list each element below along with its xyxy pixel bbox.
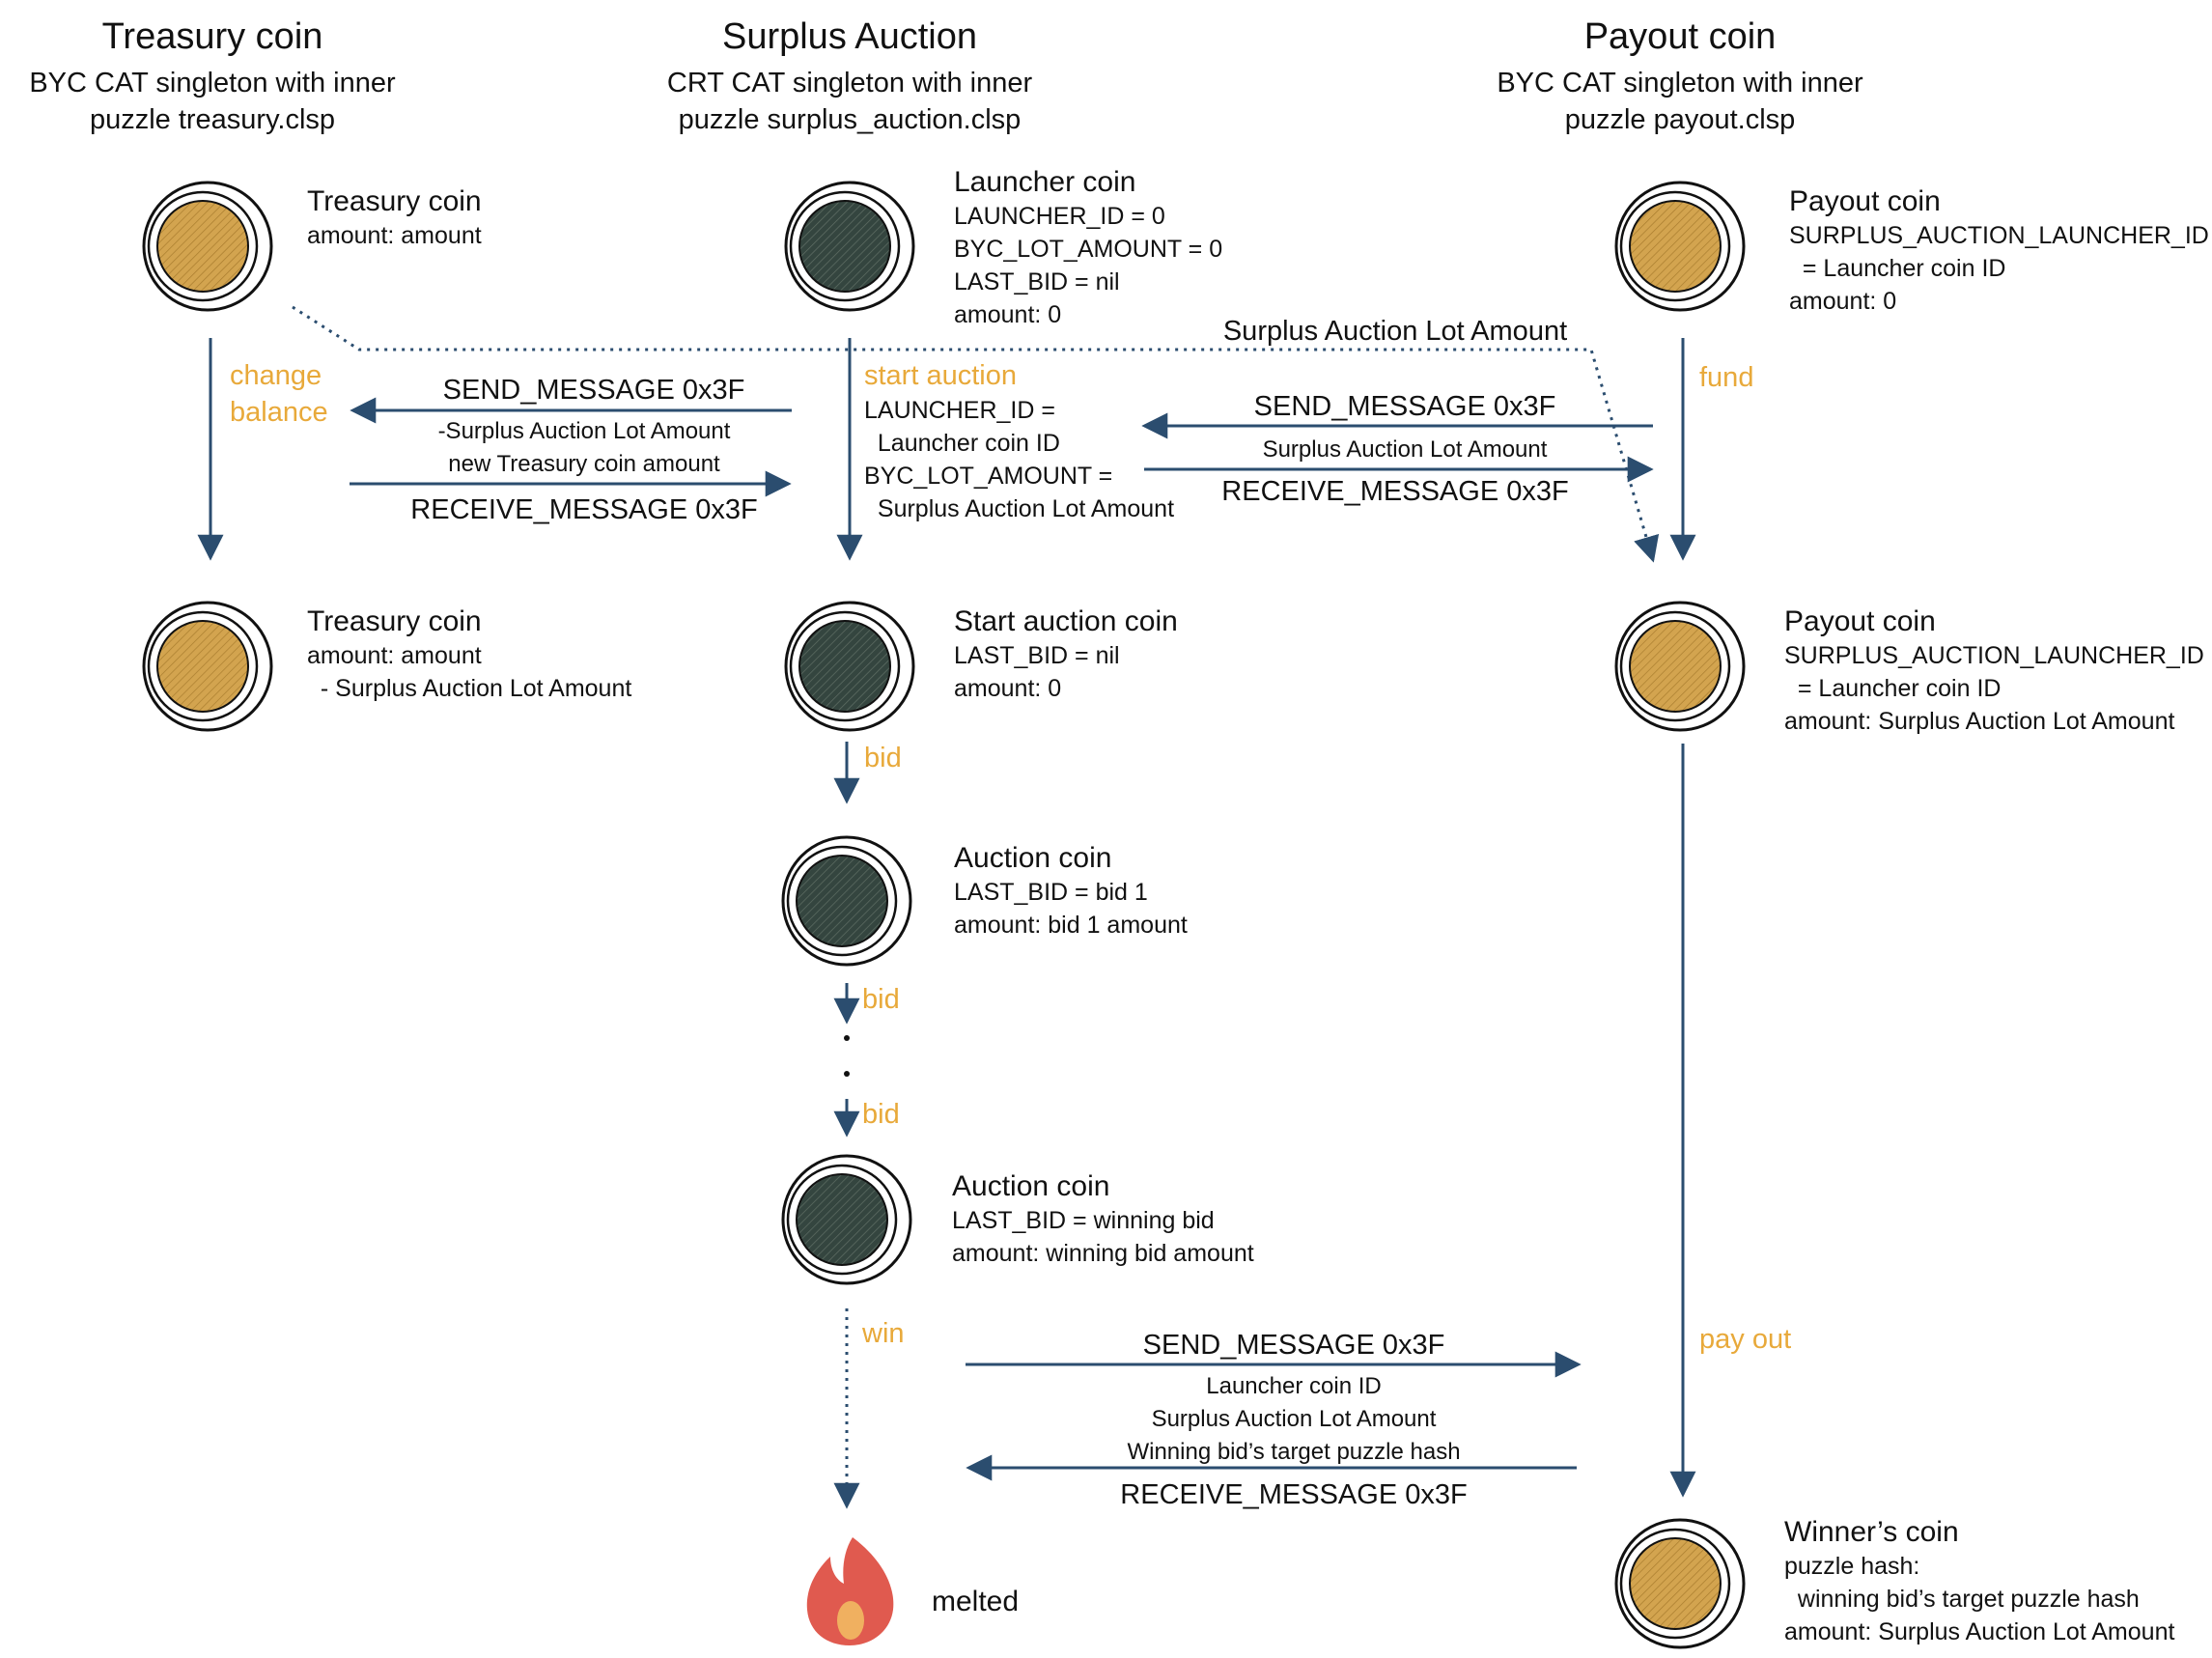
- message-exchange-payout: SEND_MESSAGE 0x3F Surplus Auction Lot Am…: [1141, 391, 1654, 507]
- coin-label-auction-n: Auction coin LAST_BID = winning bid amou…: [952, 1170, 1254, 1267]
- coin-attribute: amount: 0: [954, 675, 1061, 702]
- column-subtitle-line: puzzle surplus_auction.clsp: [679, 104, 1022, 135]
- coin-icon: [784, 601, 915, 732]
- message-payload: -Surplus Auction Lot Amount: [438, 418, 731, 444]
- coin-icon: [781, 1154, 912, 1285]
- start-auction-param: LAUNCHER_ID =: [864, 397, 1055, 424]
- coin-label-payout-2: Payout coin SURPLUS_AUCTION_LAUNCHER_ID …: [1784, 605, 2204, 735]
- ellipsis-dot: [844, 1071, 850, 1077]
- coin-icon: [142, 601, 273, 732]
- coin-icon: [781, 835, 912, 967]
- coin-title: Treasury coin: [307, 185, 482, 217]
- action-label-change-balance: balance: [230, 397, 328, 428]
- column-subtitle-line: CRT CAT singleton with inner: [667, 68, 1033, 98]
- message-exchange-treasury: SEND_MESSAGE 0x3F -Surplus Auction Lot A…: [350, 375, 792, 525]
- coin-attribute: amount: winning bid amount: [952, 1240, 1254, 1267]
- coin-label-launcher: Launcher coin LAUNCHER_ID = 0 BYC_LOT_AM…: [954, 166, 1222, 328]
- column-header-treasury: Treasury coin BYC CAT singleton with inn…: [29, 16, 396, 135]
- column-subtitle-line: BYC CAT singleton with inner: [1497, 68, 1863, 98]
- message-exchange-win: SEND_MESSAGE 0x3F Launcher coin ID Surpl…: [966, 1330, 1582, 1510]
- coin-label-payout-1: Payout coin SURPLUS_AUCTION_LAUNCHER_ID …: [1789, 185, 2209, 315]
- column-subtitle-line: puzzle payout.clsp: [1565, 104, 1796, 135]
- coin-attribute: - Surplus Auction Lot Amount: [307, 675, 631, 702]
- coin-attribute: BYC_LOT_AMOUNT = 0: [954, 236, 1222, 263]
- coin-label-auction-1: Auction coin LAST_BID = bid 1 amount: bi…: [954, 842, 1188, 939]
- send-message-label: SEND_MESSAGE 0x3F: [1143, 1330, 1445, 1361]
- message-payload: Surplus Auction Lot Amount: [1152, 1406, 1437, 1432]
- coin-attribute: LAUNCHER_ID = 0: [954, 203, 1165, 230]
- coin-attribute: amount: 0: [1789, 288, 1896, 315]
- message-payload: Launcher coin ID: [1206, 1373, 1381, 1399]
- receive-message-label: RECEIVE_MESSAGE 0x3F: [1221, 476, 1568, 507]
- receive-message-label: RECEIVE_MESSAGE 0x3F: [1120, 1479, 1467, 1510]
- coin-attribute: amount: Surplus Auction Lot Amount: [1784, 708, 2174, 735]
- coin-icon: [142, 181, 273, 312]
- action-label-bid: bid: [862, 1099, 900, 1130]
- flame-icon: [806, 1537, 894, 1645]
- column-title: Treasury coin: [102, 16, 323, 57]
- coin-title: Auction coin: [954, 842, 1111, 874]
- column-subtitle-line: puzzle treasury.clsp: [90, 104, 335, 135]
- coin-title: Auction coin: [952, 1170, 1109, 1202]
- message-payload: Surplus Auction Lot Amount: [1263, 436, 1548, 463]
- action-label-change-balance: change: [230, 360, 322, 391]
- message-payload: Winning bid’s target puzzle hash: [1127, 1439, 1460, 1465]
- coin-title: Winner’s coin: [1784, 1516, 1959, 1548]
- coin-attribute: SURPLUS_AUCTION_LAUNCHER_ID: [1784, 642, 2204, 669]
- coin-title: Start auction coin: [954, 605, 1178, 637]
- coin-title: Launcher coin: [954, 166, 1135, 198]
- coin-attribute: amount: amount: [307, 642, 482, 669]
- column-title: Payout coin: [1584, 16, 1777, 57]
- coin-icon: [1614, 601, 1746, 732]
- column-subtitle-line: BYC CAT singleton with inner: [29, 68, 396, 98]
- start-auction-param: Surplus Auction Lot Amount: [864, 495, 1174, 522]
- coin-attribute: = Launcher coin ID: [1784, 675, 2001, 702]
- action-label-pay-out: pay out: [1699, 1324, 1791, 1355]
- coin-attribute: SURPLUS_AUCTION_LAUNCHER_ID: [1789, 222, 2209, 249]
- message-payload: new Treasury coin amount: [448, 451, 720, 477]
- melted-label: melted: [932, 1586, 1019, 1617]
- column-header-auction: Surplus Auction CRT CAT singleton with i…: [667, 16, 1033, 135]
- coin-attribute: LAST_BID = nil: [954, 268, 1120, 295]
- coin-label-winner: Winner’s coin puzzle hash: winning bid’s…: [1784, 1516, 2174, 1645]
- action-label-bid: bid: [864, 743, 902, 773]
- coin-attribute: LAST_BID = winning bid: [952, 1207, 1215, 1234]
- coin-attribute: winning bid’s target puzzle hash: [1784, 1586, 2140, 1613]
- coin-attribute: amount: Surplus Auction Lot Amount: [1784, 1618, 2174, 1645]
- coin-attribute: amount: bid 1 amount: [954, 912, 1188, 939]
- coin-attribute: amount: 0: [954, 301, 1061, 328]
- coin-icon: [784, 181, 915, 312]
- coin-label-start-auction: Start auction coin LAST_BID = nil amount…: [954, 605, 1178, 702]
- action-label-fund: fund: [1699, 362, 1753, 393]
- coin-attribute: amount: amount: [307, 222, 482, 249]
- action-label-win: win: [861, 1318, 905, 1349]
- coin-icon: [1614, 1518, 1746, 1649]
- lot-amount-label: Surplus Auction Lot Amount: [1223, 316, 1567, 347]
- coin-title: Payout coin: [1789, 185, 1941, 217]
- coin-attribute: LAST_BID = nil: [954, 642, 1120, 669]
- coin-label-treasury-1: Treasury coin amount: amount: [307, 185, 482, 249]
- coin-label-treasury-2: Treasury coin amount: amount - Surplus A…: [307, 605, 631, 702]
- coin-attribute: = Launcher coin ID: [1789, 255, 2005, 282]
- send-message-label: SEND_MESSAGE 0x3F: [1254, 391, 1556, 422]
- coin-attribute: puzzle hash:: [1784, 1553, 1919, 1580]
- coin-attribute: LAST_BID = bid 1: [954, 879, 1148, 906]
- column-title: Surplus Auction: [722, 16, 977, 57]
- receive-message-label: RECEIVE_MESSAGE 0x3F: [410, 494, 757, 525]
- column-header-payout: Payout coin BYC CAT singleton with inner…: [1497, 16, 1863, 135]
- action-label-bid: bid: [862, 984, 900, 1015]
- start-auction-param: Launcher coin ID: [864, 430, 1060, 457]
- ellipsis-dot: [844, 1035, 850, 1041]
- start-auction-param: BYC_LOT_AMOUNT =: [864, 463, 1112, 490]
- coin-title: Payout coin: [1784, 605, 1936, 637]
- coin-title: Treasury coin: [307, 605, 482, 637]
- coin-icon: [1614, 181, 1746, 312]
- send-message-label: SEND_MESSAGE 0x3F: [443, 375, 745, 406]
- action-label-start-auction: start auction: [864, 360, 1017, 391]
